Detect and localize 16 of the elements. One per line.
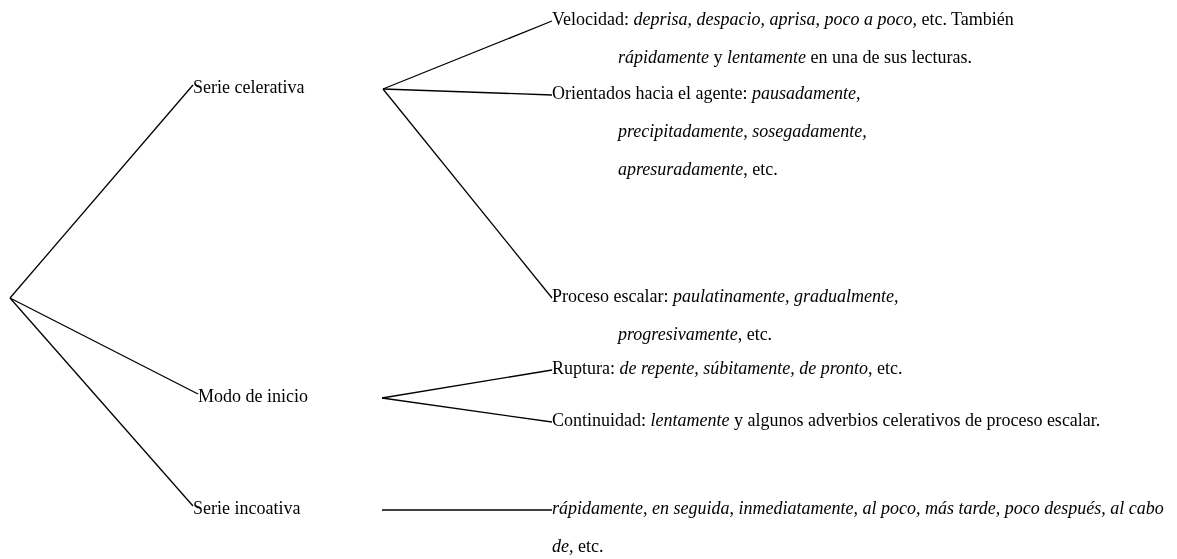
tree-label: Continuidad: lentamente y algunos adverbios celerativos de proceso escalar. [552,401,1174,439]
tree-label: Orientados hacia el agente: pausadamente, precipitadamente, sosegadamente, apresuradamente, etc. [552,74,902,188]
branch-line [382,88,553,299]
branch-line [382,88,553,96]
branch-line [9,297,199,395]
branch-line [381,397,553,423]
tree-label: rápidamente, en seguida, inmediatamente, al poco, más tarde, poco después, al cabo de, etc. [552,489,1172,559]
tree-label: Serie celerativa [193,68,383,106]
tree-label: Serie incoativa [193,489,382,527]
branch-line [9,84,194,299]
tree-label: Velocidad: deprisa, despacio, aprisa, poco a poco, etc. También rápidamente y lentamente en una de sus lecturas. [552,0,1072,76]
branch-line [381,369,553,399]
tree-label: Modo de inicio [198,377,382,415]
branch-line [382,20,553,90]
branch-line [381,509,553,511]
branch-line [9,297,194,507]
